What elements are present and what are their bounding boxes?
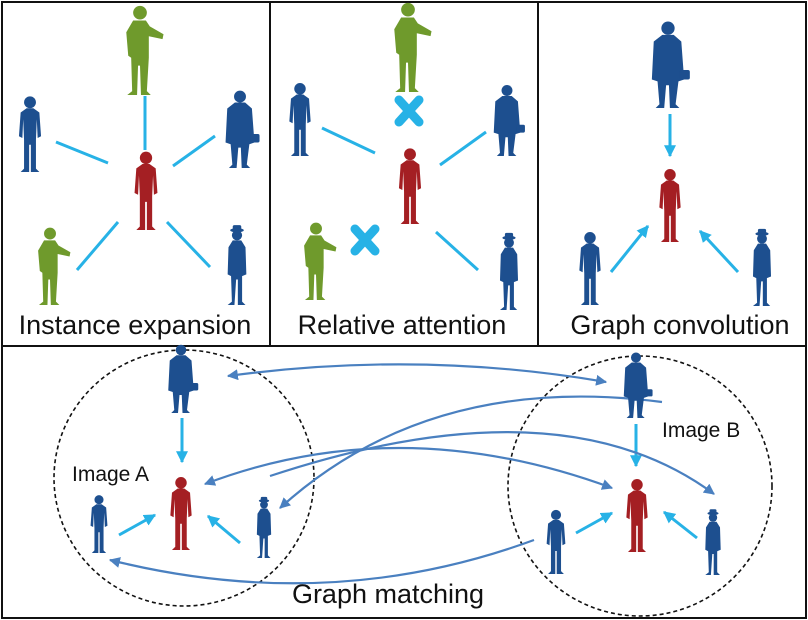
center-person-icon <box>134 151 158 230</box>
panel-graph-matching: Image A Image B Graph matching <box>53 344 773 617</box>
neighbor-person-icon <box>289 83 311 156</box>
caption-instance-expansion: Instance expansion <box>19 310 252 340</box>
expansion-edges <box>55 96 216 271</box>
center-person-icon <box>659 169 681 242</box>
attended-person-icon <box>126 5 164 95</box>
coat-person-icon <box>651 21 690 108</box>
cross-icon <box>350 224 380 256</box>
attended-person-icon <box>38 227 71 305</box>
center-person-icon <box>398 148 422 224</box>
panel-relative-attention: Relative attention <box>289 2 525 340</box>
neighbor-person-icon <box>90 495 108 553</box>
coat-person-icon <box>168 344 199 413</box>
label-image-b: Image B <box>662 419 740 442</box>
coat-person-icon <box>493 85 525 156</box>
image-a-edges <box>118 418 241 545</box>
hat-person-icon <box>752 228 772 306</box>
attended-person-icon <box>394 2 432 92</box>
cross-icon <box>394 95 424 127</box>
center-person-icon <box>170 477 192 550</box>
matching-edges <box>108 363 715 585</box>
label-image-a: Image A <box>72 463 149 486</box>
hat-person-icon <box>227 225 247 305</box>
caption-graph-matching: Graph matching <box>292 579 484 609</box>
caption-graph-convolution: Graph convolution <box>570 310 789 340</box>
image-b-edges <box>575 424 698 540</box>
attention-edges <box>321 126 487 272</box>
neighbor-person-icon <box>18 96 42 172</box>
hat-person-icon <box>705 509 721 575</box>
hat-person-icon <box>499 232 519 310</box>
coat-person-icon <box>623 352 653 418</box>
attended-person-icon <box>304 222 337 300</box>
hat-person-icon <box>256 496 272 558</box>
caption-relative-attention: Relative attention <box>298 310 507 340</box>
center-person-icon <box>626 479 648 552</box>
neighbor-person-icon <box>546 509 566 574</box>
panel-graph-convolution: Graph convolution <box>570 21 790 340</box>
coat-person-icon <box>225 90 260 168</box>
neighbor-person-icon <box>579 232 601 305</box>
panel-instance-expansion: Instance expansion <box>18 5 260 340</box>
convolution-edges <box>609 114 740 274</box>
